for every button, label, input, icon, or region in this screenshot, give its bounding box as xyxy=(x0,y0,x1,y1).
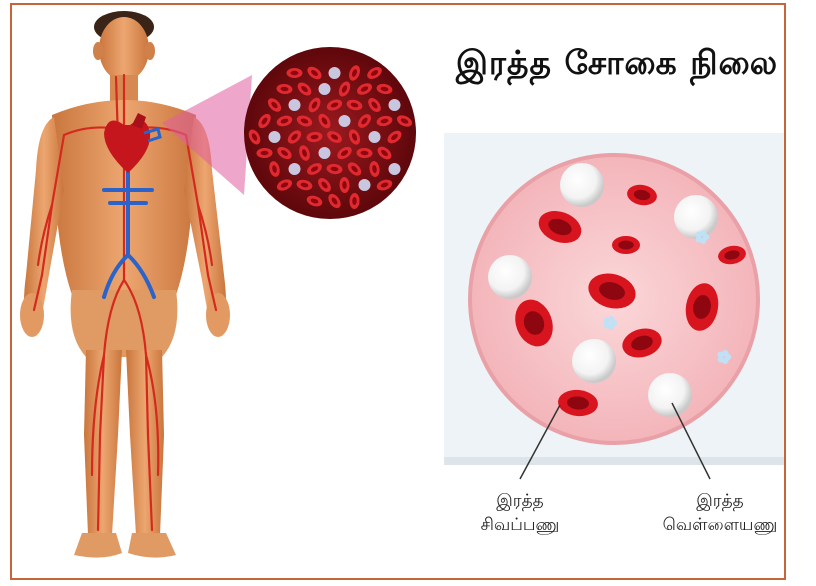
page-title: இரத்த சோகை நிலை xyxy=(442,43,786,87)
white-blood-cell xyxy=(339,115,351,127)
white-blood-cell xyxy=(359,179,371,191)
white-blood-cell xyxy=(648,373,692,417)
magnified-blood-view xyxy=(244,47,416,219)
white-blood-cell xyxy=(674,195,718,239)
white-blood-cell xyxy=(319,83,331,95)
white-blood-cell xyxy=(369,131,381,143)
diagram-frame: இரத்த சோகை நிலை இரத்த சிவப்பணு இரத்த வெள… xyxy=(10,3,786,580)
red-blood-cell xyxy=(287,68,303,78)
red-blood-cell-label: இரத்த சிவப்பணு xyxy=(460,489,580,537)
white-blood-cell xyxy=(319,147,331,159)
red-blood-cell xyxy=(612,236,640,254)
white-blood-cell xyxy=(572,339,616,383)
white-blood-cell xyxy=(289,99,301,111)
white-blood-cell xyxy=(389,163,401,175)
white-blood-cell xyxy=(389,99,401,111)
blood-sample-panel xyxy=(444,133,786,479)
white-blood-cell xyxy=(560,163,604,207)
white-blood-cell xyxy=(269,131,281,143)
white-blood-cell xyxy=(488,255,532,299)
rbc-label-line1: இரத்த xyxy=(460,489,580,513)
rbc-label-line2: சிவப்பணு xyxy=(460,513,580,537)
white-blood-cell xyxy=(329,67,341,79)
human-body xyxy=(20,11,230,558)
white-blood-cell xyxy=(289,163,301,175)
wbc-label-line1: இரத்த xyxy=(640,489,786,513)
white-blood-cell-label: இரத்த வெள்ளையணு xyxy=(640,489,786,537)
wbc-label-line2: வெள்ளையணு xyxy=(640,513,786,537)
